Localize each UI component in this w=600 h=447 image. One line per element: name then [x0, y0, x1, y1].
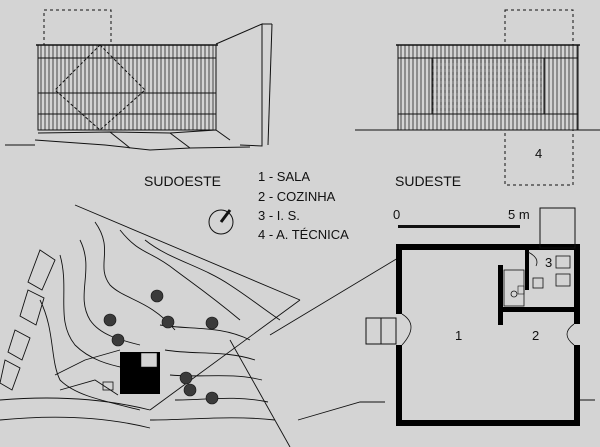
roof-outline-dashed — [504, 9, 574, 46]
room-3-label: 3 — [545, 255, 552, 270]
terrain-cut — [34, 139, 251, 151]
contour-line — [144, 239, 281, 321]
neighbor-plot — [19, 289, 45, 326]
facade-inner-panel — [431, 57, 545, 115]
room-1-label: 1 — [455, 328, 462, 343]
site-plan — [0, 204, 301, 447]
site-boundary — [149, 299, 301, 411]
scale-bar: 0 5 m — [393, 207, 530, 228]
wall — [574, 345, 580, 426]
tree-icon — [205, 316, 219, 330]
contour-line — [164, 349, 256, 361]
neighbor-plot — [7, 329, 31, 361]
site-line — [297, 401, 385, 421]
door-swing — [401, 313, 412, 346]
site-diagonal — [269, 257, 399, 336]
contour-line — [174, 397, 269, 403]
bathroom-fixture — [532, 277, 544, 289]
legend-item: 3 - I. S. — [258, 208, 300, 223]
house-footprint — [102, 352, 160, 394]
trees — [103, 289, 219, 405]
road-edge — [0, 397, 151, 411]
tree-icon — [183, 383, 197, 397]
southeast-elevation — [355, 9, 600, 186]
tree-icon — [103, 313, 117, 327]
terrain-line — [267, 23, 273, 146]
site-boundary — [74, 204, 301, 301]
contour-line — [169, 374, 263, 381]
tree-icon — [150, 289, 164, 303]
contour-line — [94, 221, 176, 331]
contour-line — [119, 229, 241, 321]
legend-item: 1 - SALA — [258, 169, 310, 184]
legend-item: 2 - COZINHA — [258, 189, 336, 204]
contour-line — [159, 324, 251, 341]
wall — [498, 265, 503, 325]
floor-plan — [269, 207, 595, 426]
bathroom-fixture — [555, 255, 571, 269]
contour-line — [79, 239, 141, 346]
wall — [396, 420, 580, 426]
site-boundary — [229, 339, 291, 447]
southwest-elevation — [5, 9, 273, 151]
scale-end-label: 5 m — [508, 207, 530, 222]
wall — [396, 244, 580, 250]
tree-icon — [111, 333, 125, 347]
access-path — [54, 349, 121, 376]
contour-line — [149, 417, 276, 421]
legend: 1 - SALA 2 - COZINHA 3 - I. S. 4 - A. TÉ… — [258, 169, 349, 242]
southeast-elevation-title: SUDESTE — [395, 173, 461, 189]
legend-item: 4 - A. TÉCNICA — [258, 227, 349, 242]
technical-area-number: 4 — [535, 146, 542, 161]
wall — [525, 250, 529, 290]
terrain-cut — [169, 132, 191, 149]
stove — [517, 285, 525, 295]
scale-start-label: 0 — [393, 207, 400, 222]
door-swing — [527, 251, 538, 267]
road-edge — [0, 416, 151, 429]
roof-outline-dashed — [43, 9, 112, 46]
chimney-block — [539, 207, 576, 249]
contour-line — [59, 254, 126, 369]
southwest-elevation-title: SUDOESTE — [144, 173, 221, 189]
terrain-slope — [215, 23, 263, 147]
door-swing — [566, 323, 575, 346]
kitchen-counter — [503, 269, 525, 307]
wall — [396, 345, 402, 425]
wall — [396, 244, 402, 314]
neighbor-plot — [27, 249, 56, 291]
facade-screen — [37, 44, 217, 131]
technical-area-outline-dashed — [504, 129, 574, 186]
tree-icon — [161, 315, 175, 329]
bathroom-fixture — [555, 273, 571, 287]
north-arrow-icon — [208, 209, 234, 235]
wall — [498, 307, 578, 312]
neighbor-plot — [0, 359, 21, 391]
room-2-label: 2 — [532, 328, 539, 343]
tree-icon — [179, 371, 193, 385]
terrain-base — [37, 129, 231, 141]
sink — [510, 290, 518, 298]
tree-icon — [205, 391, 219, 405]
wall — [574, 244, 580, 324]
diamond-lattice — [54, 44, 146, 131]
terrain-cut — [109, 131, 131, 149]
